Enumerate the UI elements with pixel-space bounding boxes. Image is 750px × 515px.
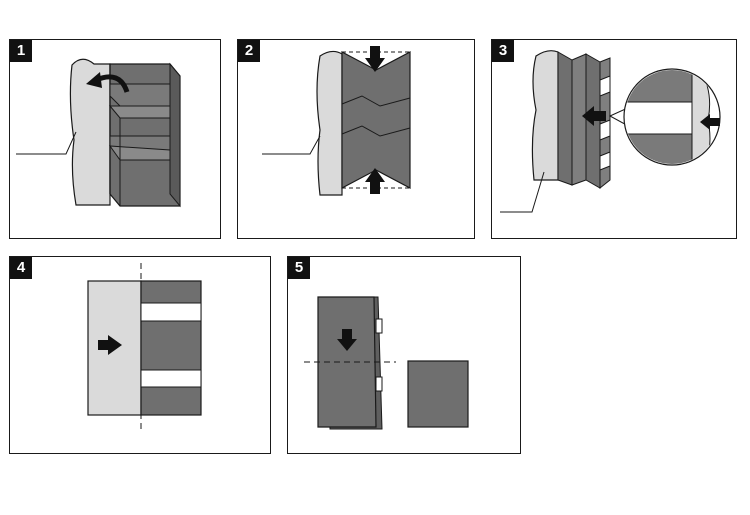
step-4-panel: 4 [9,256,271,454]
step-5-illustration [304,296,469,430]
light-paper-sheet [531,50,559,181]
magnified-detail [623,68,721,166]
step-5-panel: 5 [287,256,521,454]
folded-result-sheet [407,360,469,428]
step-4-illustration [87,263,202,429]
down-arrow-icon [365,46,385,72]
pointer-line [16,131,77,155]
step-2-illustration [262,46,411,196]
right-arrow-icon [98,335,122,355]
pointer-line [262,135,321,155]
step-number-badge: 5 [288,257,310,279]
pointer-line [500,171,545,213]
step-number-badge: 1 [10,40,32,62]
up-arrow-icon [365,168,385,194]
curved-arrow-icon [86,72,130,93]
down-arrow-icon [337,329,357,351]
step-3-illustration [500,50,721,213]
step-1-illustration [16,58,181,208]
step-3-panel: 3 [491,39,737,239]
step-number-badge: 4 [10,257,32,279]
step-number-badge: 3 [492,40,514,62]
step-1-panel: 1 [9,39,221,239]
step-2-panel: 2 [237,39,475,239]
left-arrow-icon [700,114,720,130]
step-number-badge: 2 [238,40,260,62]
light-paper-sheet [316,50,343,196]
light-paper-sheet [69,58,111,206]
left-arrow-icon [582,106,606,126]
